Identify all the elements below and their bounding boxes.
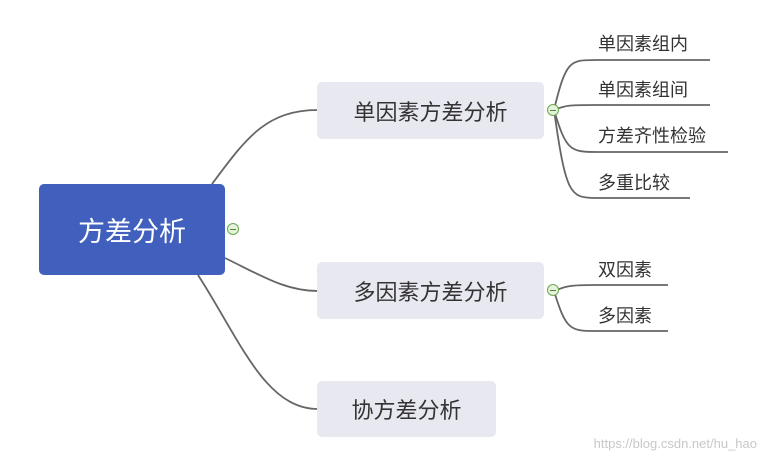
connector-root-branch-2 xyxy=(224,257,319,292)
connector-leaf-4 xyxy=(553,109,690,199)
connector-leaf-5 xyxy=(553,284,668,292)
leaf-node[interactable]: 方差齐性检验 xyxy=(598,126,706,147)
branch-node-one-way-anova[interactable]: 单因素方差分析 xyxy=(317,82,544,139)
branch-1-collapse-toggle[interactable] xyxy=(547,104,559,116)
branch-label: 协方差分析 xyxy=(351,399,462,424)
connector-root-branch-3 xyxy=(197,274,319,410)
leaf-node[interactable]: 双因素 xyxy=(598,260,652,281)
root-node-label: 方差分析 xyxy=(78,217,186,248)
connector-leaf-1 xyxy=(553,59,710,111)
root-node[interactable]: 方差分析 xyxy=(39,184,225,275)
leaf-node[interactable]: 单因素组间 xyxy=(598,80,688,101)
leaf-node[interactable]: 多重比较 xyxy=(598,173,670,194)
watermark-text: https://blog.csdn.net/hu_hao xyxy=(593,436,757,451)
branch-label: 单因素方差分析 xyxy=(353,100,508,126)
connector-leaf-6 xyxy=(553,290,668,332)
connector-leaf-3 xyxy=(553,109,728,153)
root-collapse-toggle[interactable] xyxy=(227,223,239,235)
connector-leaf-2 xyxy=(553,104,710,111)
leaf-node[interactable]: 单因素组内 xyxy=(598,34,688,55)
branch-node-ancova[interactable]: 协方差分析 xyxy=(317,381,496,437)
branch-node-multi-way-anova[interactable]: 多因素方差分析 xyxy=(317,262,544,319)
connector-root-branch-1 xyxy=(211,109,319,185)
leaf-node[interactable]: 多因素 xyxy=(598,306,652,327)
branch-2-collapse-toggle[interactable] xyxy=(547,284,559,296)
branch-label: 多因素方差分析 xyxy=(353,280,508,306)
